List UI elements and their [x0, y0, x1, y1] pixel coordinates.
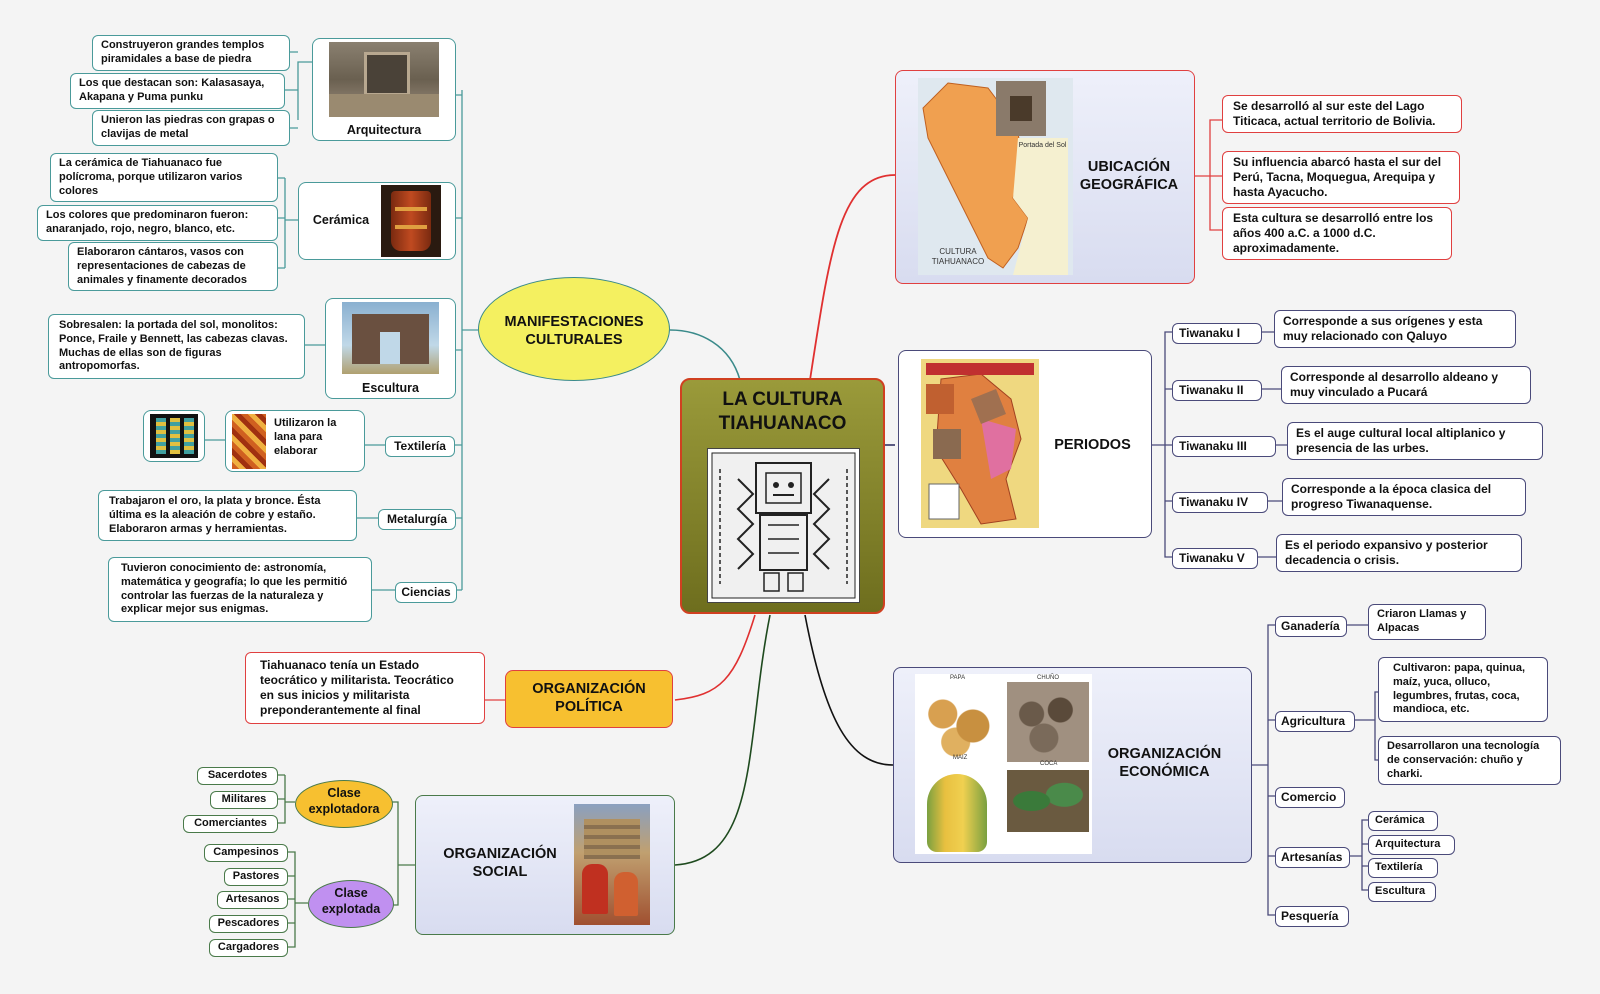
ciencias-note: Tuvieron conocimiento de: astronomía, ma…: [108, 557, 372, 622]
crops-image: [915, 674, 1092, 854]
periodo-note-5: Es el periodo expansivo y posterior deca…: [1276, 534, 1522, 572]
temple-ruins-image: [329, 42, 439, 117]
feather-textile-image: [150, 414, 198, 458]
explotada-item-artesanos: Artesanos: [217, 891, 288, 909]
periodos-title: PERIODOS: [1054, 437, 1131, 453]
photo-label-coca: COCA: [1040, 761, 1058, 767]
explotada-item-pescadores: Pescadores: [209, 915, 288, 933]
agricultura-note-1: Cultivaron: papa, quinua, maíz, yuca, ol…: [1378, 657, 1548, 722]
periodo-label-1[interactable]: Tiwanaku I: [1172, 323, 1262, 344]
manifestaciones-node[interactable]: [478, 277, 670, 381]
escultura-label: Escultura: [362, 381, 419, 395]
artesania-item-textileria: Textilería: [1368, 858, 1438, 878]
map-caption: CULTURA TIAHUANACO: [931, 247, 985, 266]
artesanias-label[interactable]: Artesanías: [1275, 847, 1350, 868]
explotadora-item-militares: Militares: [210, 791, 278, 809]
ubicacion-note-3: Esta cultura se desarrolló entre los año…: [1222, 207, 1452, 260]
agricultura-label[interactable]: Agricultura: [1275, 711, 1355, 732]
arquitectura-note-3: Unieron las piedras con grapas o clavija…: [92, 110, 290, 146]
photo-caption: Portada del Sol: [1018, 142, 1067, 149]
economica-title: ORGANIZACIÓN ECONÓMICA: [1107, 746, 1222, 781]
escultura-note: Sobresalen: la portada del sol, monolito…: [48, 314, 305, 379]
social-scene-image: [574, 804, 650, 925]
peru-map-image: [918, 78, 1073, 275]
periodo-note-1: Corresponde a sus orígenes y esta muy re…: [1274, 310, 1516, 348]
explotada-item-pastores: Pastores: [224, 868, 288, 886]
artesania-item-escultura: Escultura: [1368, 882, 1436, 902]
artesania-item-ceramica: Cerámica: [1368, 811, 1438, 831]
ganaderia-label[interactable]: Ganadería: [1275, 616, 1347, 637]
social-title: ORGANIZACIÓN SOCIAL: [443, 846, 557, 881]
artesania-item-arquitectura: Arquitectura: [1368, 835, 1455, 855]
photo-label-papa: PAPA: [950, 675, 966, 681]
ganaderia-note: Criaron Llamas y Alpacas: [1368, 604, 1486, 640]
photo-label-chuno: CHUÑO: [1037, 675, 1059, 681]
politica-node[interactable]: [505, 670, 673, 728]
ubicacion-title: UBICACIÓN GEOGRÁFICA: [1079, 159, 1179, 194]
central-title: LA CULTURA TIAHUANACO: [718, 389, 847, 434]
explotada-item-cargadores: Cargadores: [209, 939, 288, 957]
metalurgia-label[interactable]: Metalurgía: [378, 509, 456, 530]
textileria-note: Utilizaron la lana para elaborar: [274, 417, 337, 457]
ceramic-vase-image: [381, 185, 441, 257]
periodo-note-2: Corresponde al desarrollo aldeano y muy …: [1281, 366, 1531, 404]
clase-explotadora-node[interactable]: [295, 780, 393, 828]
textileria-label[interactable]: Textilería: [385, 436, 455, 457]
gate-of-sun-image: [342, 302, 439, 374]
arquitectura-note-1: Construyeron grandes templos piramidales…: [92, 35, 290, 71]
periodo-label-4[interactable]: Tiwanaku IV: [1172, 492, 1268, 513]
clase-explotada-node[interactable]: [308, 880, 394, 928]
ceramica-label: Cerámica: [312, 213, 370, 227]
arquitectura-note-2: Los que destacan son: Kalasasaya, Akapan…: [70, 73, 285, 109]
periodo-note-4: Corresponde a la época clasica del progr…: [1282, 478, 1526, 516]
periodo-label-3[interactable]: Tiwanaku III: [1172, 436, 1276, 457]
manifestaciones-title: MANIFESTACIONES CULTURALES: [504, 314, 644, 349]
textile-image: [232, 414, 266, 469]
gate-sun-carving-image: [707, 448, 860, 603]
ciencias-label[interactable]: Ciencias: [395, 582, 457, 603]
comercio-label[interactable]: Comercio: [1275, 787, 1345, 808]
central-node[interactable]: LA CULTURA TIAHUANACO: [680, 378, 885, 614]
periodo-label-2[interactable]: Tiwanaku II: [1172, 380, 1262, 401]
pesqueria-label[interactable]: Pesquería: [1275, 906, 1349, 927]
ceramica-note-1: La cerámica de Tiahuanaco fue polícroma,…: [50, 153, 278, 203]
politica-title: ORGANIZACIÓN POLÍTICA: [532, 681, 646, 716]
periodos-map-image: [921, 359, 1039, 528]
ceramica-note-2: Los colores que predominaron fueron: ana…: [37, 205, 278, 241]
explotadora-item-sacerdotes: Sacerdotes: [197, 767, 278, 785]
periodo-label-5[interactable]: Tiwanaku V: [1172, 548, 1258, 569]
politica-note: Tiahuanaco tenía un Estado teocrático y …: [245, 652, 485, 724]
clase-explotadora-label: Clase explotadora: [308, 786, 380, 816]
agricultura-note-2: Desarrollaron una tecnología de conserva…: [1378, 736, 1561, 786]
ubicacion-note-2: Su influencia abarcó hasta el sur del Pe…: [1222, 151, 1460, 204]
ubicacion-note-1: Se desarrolló al sur este del Lago Titic…: [1222, 95, 1462, 133]
explotadora-item-comerciantes: Comerciantes: [183, 815, 278, 833]
photo-label-maiz: MAIZ: [953, 755, 968, 761]
metalurgia-note: Trabajaron el oro, la plata y bronce. És…: [98, 490, 357, 542]
periodo-note-3: Es el auge cultural local altiplanico y …: [1287, 422, 1543, 460]
ceramica-note-3: Elaboraron cántaros, vasos con represent…: [68, 242, 278, 292]
arquitectura-label: Arquitectura: [346, 123, 422, 137]
explotada-item-campesinos: Campesinos: [204, 844, 288, 862]
clase-explotada-label: Clase explotada: [321, 886, 381, 916]
